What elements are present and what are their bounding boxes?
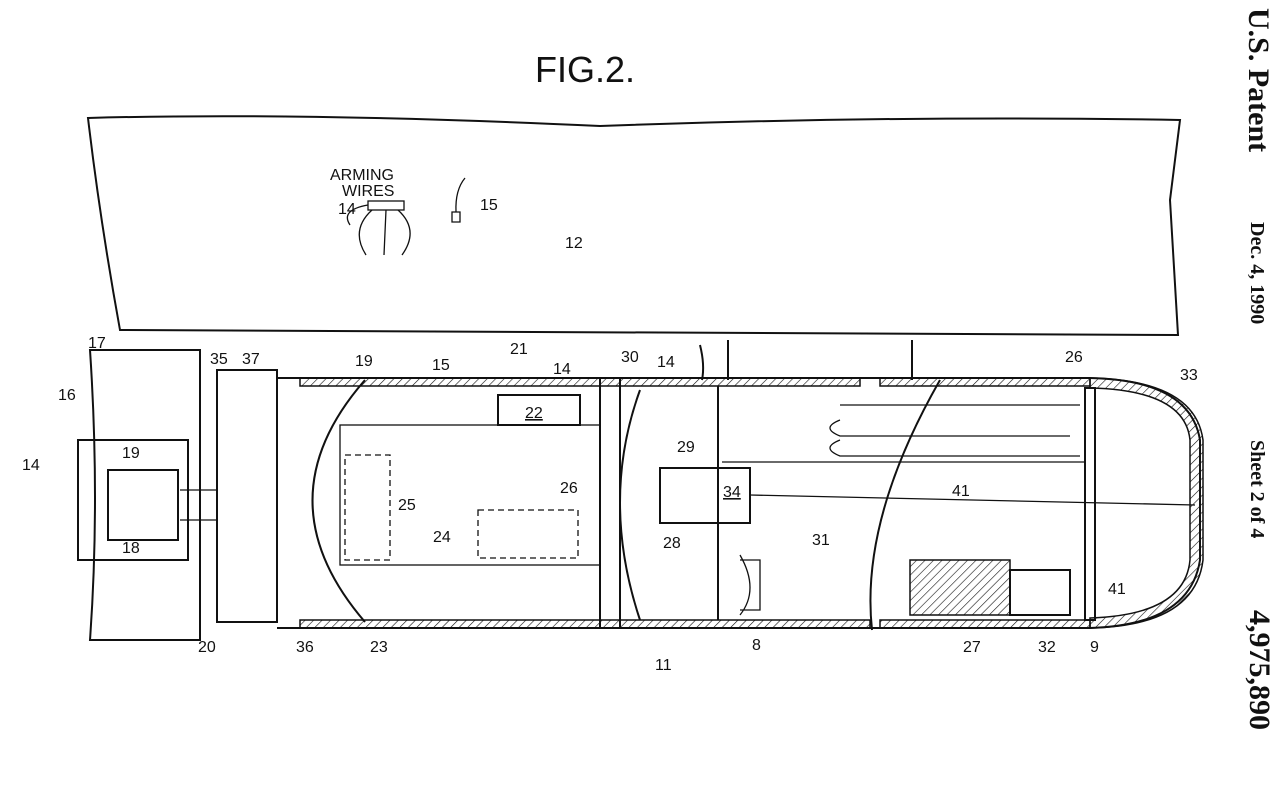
reference-numeral: 35 <box>210 351 228 368</box>
arming-wire-15 <box>451 177 466 223</box>
reference-numeral: 14 <box>657 354 675 371</box>
reference-numeral: 18 <box>122 540 140 557</box>
reference-numeral: 26 <box>1065 349 1083 366</box>
reference-numeral: 12 <box>565 235 583 252</box>
reference-numeral: 14 <box>338 201 356 218</box>
reference-numeral: 14 <box>22 457 40 474</box>
arming-wires-label: WIRES <box>342 183 394 200</box>
reference-numeral: 8 <box>752 637 761 654</box>
reference-numeral: 29 <box>677 439 695 456</box>
reference-numeral: 19 <box>122 445 140 462</box>
reference-numeral: 25 <box>398 497 416 514</box>
reference-numeral: 22 <box>525 405 543 422</box>
reference-numeral: 16 <box>58 387 76 404</box>
reference-numeral: 28 <box>663 535 681 552</box>
reference-numeral: 19 <box>355 353 373 370</box>
reference-numeral: 26 <box>560 480 578 497</box>
tail-fin-assembly <box>77 349 217 641</box>
reference-numeral: 20 <box>198 639 216 656</box>
reference-numeral: 36 <box>296 639 314 656</box>
reference-numeral: 21 <box>510 341 528 358</box>
arming-wires-label: ARMING <box>330 167 394 184</box>
reference-numerals: 12 14 15 17 16 14 19 18 20 35 37 36 19 1… <box>22 197 1198 674</box>
reference-numeral: 17 <box>88 335 106 352</box>
reference-numeral: 30 <box>621 349 639 366</box>
reference-numeral: 34 <box>723 484 741 501</box>
reference-numeral: 27 <box>963 639 981 656</box>
reference-numeral: 23 <box>370 639 388 656</box>
reference-numeral: 9 <box>1090 639 1099 656</box>
reference-numeral: 11 <box>655 657 672 674</box>
reference-numeral: 32 <box>1038 639 1056 656</box>
reference-numeral: 37 <box>242 351 260 368</box>
reference-numeral: 31 <box>812 532 830 549</box>
store-body <box>216 340 1204 631</box>
reference-numeral: 41 <box>952 483 970 500</box>
arming-wires <box>346 204 411 256</box>
reference-numeral: 33 <box>1180 367 1198 384</box>
reference-numeral: 24 <box>433 529 451 546</box>
aircraft-fuselage <box>86 115 1182 337</box>
reference-numeral: 14 <box>553 361 571 378</box>
figure-title: FIG.2. <box>535 49 635 90</box>
arming-wire-clip <box>367 200 405 211</box>
reference-numeral: 15 <box>432 357 450 374</box>
reference-numeral: 15 <box>480 197 498 214</box>
reference-numeral: 41 <box>1108 581 1126 598</box>
